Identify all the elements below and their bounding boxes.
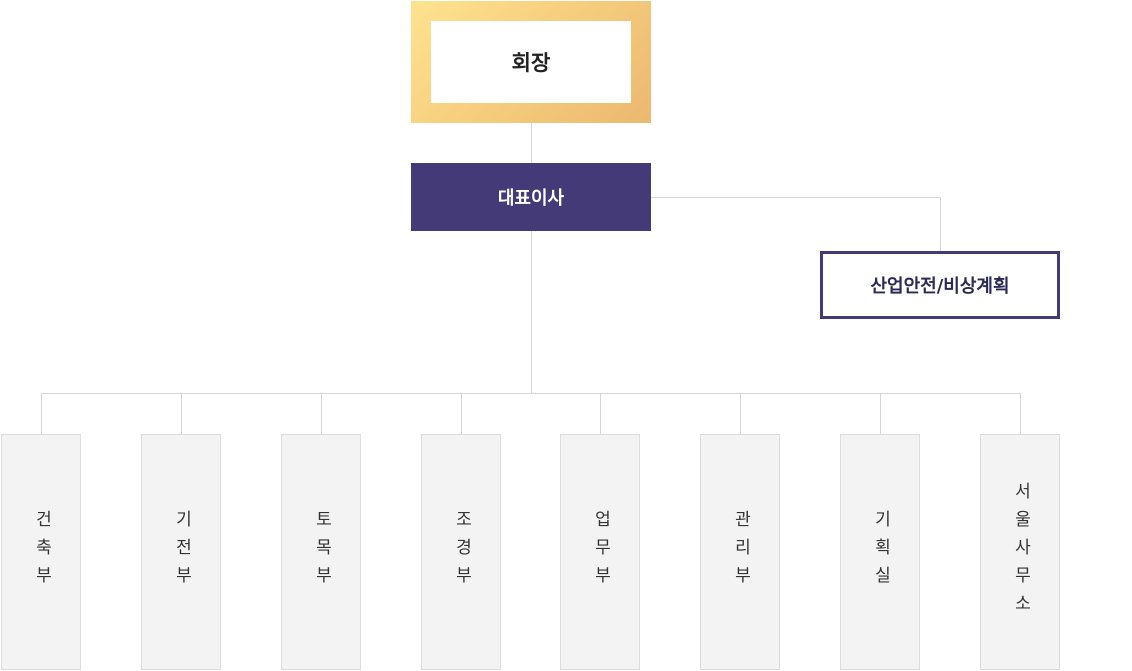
department-box-business: 업무부 xyxy=(560,434,640,670)
department-label: 조경부 xyxy=(451,510,472,594)
department-box-landscaping: 조경부 xyxy=(421,434,501,670)
connector-department-drop xyxy=(41,393,42,434)
connector-ceo-safety-horizontal xyxy=(651,197,940,198)
department-label: 기전부 xyxy=(171,510,192,594)
chairman-label: 회장 xyxy=(431,21,631,103)
ceo-label: 대표이사 xyxy=(497,188,565,209)
safety-office-box: 산업안전/비상계획 xyxy=(820,251,1060,319)
department-label: 관리부 xyxy=(730,510,751,594)
connector-department-drop xyxy=(181,393,182,434)
connector-department-drop xyxy=(880,393,881,434)
connector-department-drop xyxy=(321,393,322,434)
connector-department-drop xyxy=(461,393,462,434)
connector-department-drop xyxy=(600,393,601,434)
department-label: 기획실 xyxy=(870,510,891,594)
department-box-civil: 토목부 xyxy=(281,434,361,670)
department-box-planning: 기획실 xyxy=(840,434,920,670)
department-label: 토목부 xyxy=(311,510,332,594)
connector-ceo-safety-vertical xyxy=(940,197,941,251)
connector-department-drop xyxy=(1020,393,1021,434)
connector-departments-bus xyxy=(41,393,1021,394)
safety-office-label: 산업안전/비상계획 xyxy=(870,276,1010,297)
department-box-architecture: 건축부 xyxy=(1,434,81,670)
chairman-box: 회장 xyxy=(411,1,651,123)
department-label: 업무부 xyxy=(590,510,611,594)
department-box-mechanical-electrical: 기전부 xyxy=(141,434,221,670)
department-box-management: 관리부 xyxy=(700,434,780,670)
connector-chairman-ceo xyxy=(531,123,532,163)
department-label: 건축부 xyxy=(31,510,52,594)
department-label: 서울사무소 xyxy=(1010,482,1031,622)
department-box-seoul-office: 서울사무소 xyxy=(980,434,1060,670)
ceo-box: 대표이사 xyxy=(411,163,651,231)
connector-department-drop xyxy=(740,393,741,434)
connector-ceo-down xyxy=(531,231,532,393)
